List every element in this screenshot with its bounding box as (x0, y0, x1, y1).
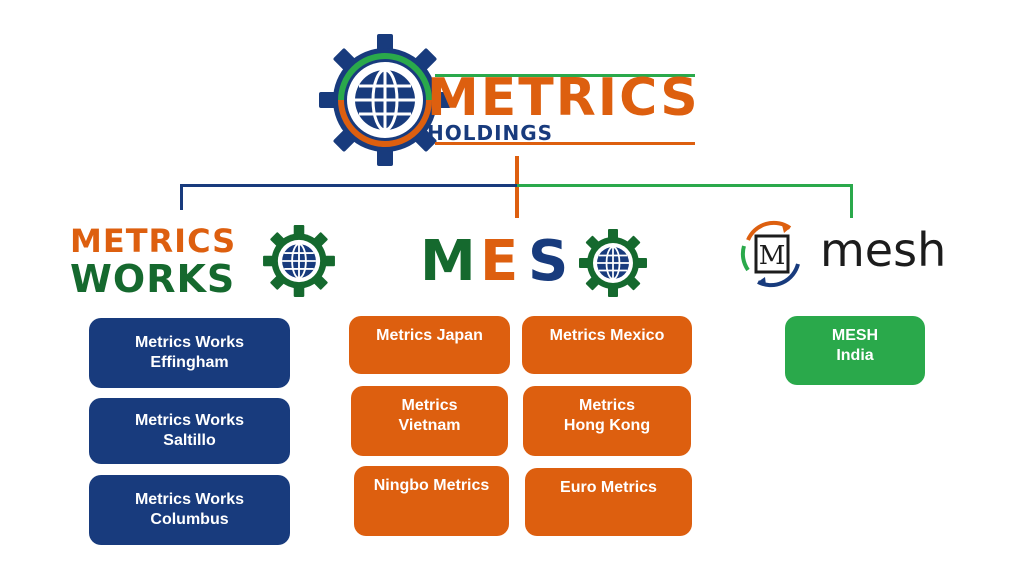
entity-box-line1: Metrics (401, 397, 458, 414)
entity-box-euro-metrics: Euro Metrics (525, 468, 692, 536)
entity-box-line1: Metrics Works (134, 334, 245, 351)
entity-box-line1: MESH (831, 327, 879, 344)
entity-box-line1: Metrics Works (134, 491, 245, 508)
entity-box-metrics-mexico: Metrics Mexico (522, 316, 692, 374)
entity-box-ningbo-metrics: Ningbo Metrics (354, 466, 509, 536)
globe-gear-icon (579, 229, 647, 297)
connector-left (180, 184, 517, 187)
mesh-logo: M mesh (736, 218, 956, 292)
metrics-holdings-logo: METRICS HOLDINGS (315, 30, 715, 170)
entity-box-line2: Vietnam (398, 417, 461, 434)
mes-letter-s: S (528, 229, 569, 294)
connector-right-drop (850, 184, 853, 218)
entity-box-mesh-india: MESH India (785, 316, 925, 385)
m-recycle-icon: M (740, 220, 800, 288)
mes-logo: M E S (420, 226, 650, 300)
entity-box-metrics-hong-kong: Metrics Hong Kong (523, 386, 691, 456)
entity-box-line2: Hong Kong (563, 417, 651, 434)
entity-box-line2: India (836, 347, 874, 364)
entity-box-works-effingham: Metrics Works Effingham (89, 318, 290, 388)
connector-left-drop (180, 184, 183, 210)
mes-letter-m: M (420, 229, 476, 294)
entity-box-line1: Metrics Works (134, 412, 245, 429)
entity-box-line1: Metrics Japan (376, 327, 483, 344)
entity-box-line1: Ningbo Metrics (373, 477, 490, 494)
mesh-icon-letter: M (759, 241, 786, 271)
entity-box-line1: Metrics Mexico (549, 327, 665, 344)
connector-trunk (515, 156, 519, 218)
works-logo-line1: METRICS (70, 222, 237, 260)
entity-box-line2: Columbus (150, 511, 229, 528)
connector-right (517, 184, 853, 187)
entity-box-line2: Saltillo (163, 432, 216, 449)
entity-box-metrics-japan: Metrics Japan (349, 316, 510, 374)
metrics-works-logo: METRICS WORKS (70, 222, 340, 300)
holdings-swoosh-bottom (435, 142, 695, 145)
entity-box-metrics-vietnam: Metrics Vietnam (351, 386, 508, 456)
mes-letter-e: E (480, 229, 519, 294)
mesh-logo-text: mesh (820, 223, 947, 277)
holdings-logo-word: METRICS (427, 68, 700, 128)
entity-box-line2: Effingham (150, 354, 229, 371)
entity-box-line1: Metrics (578, 397, 636, 414)
entity-box-works-saltillo: Metrics Works Saltillo (89, 398, 290, 464)
works-logo-line2: WORKS (70, 257, 236, 301)
entity-box-works-columbus: Metrics Works Columbus (89, 475, 290, 545)
globe-gear-icon (319, 34, 451, 166)
holdings-swoosh-top (435, 74, 695, 77)
holdings-logo-sub: HOLDINGS (427, 121, 554, 145)
globe-gear-icon (263, 225, 335, 297)
entity-box-line1: Euro Metrics (560, 479, 657, 496)
